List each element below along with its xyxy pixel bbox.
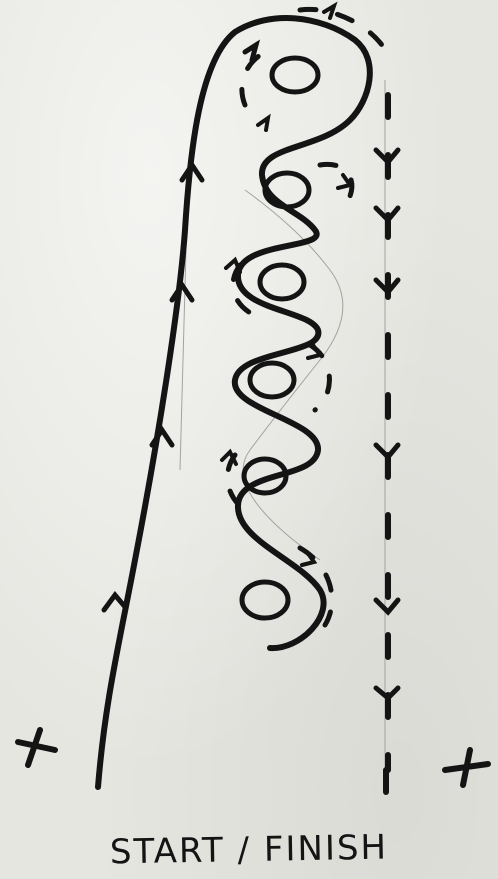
- finish-x-mark: [445, 750, 488, 785]
- start-x-mark: [18, 730, 55, 765]
- outbound-arrows: [104, 45, 256, 610]
- return-dashed-path: [386, 95, 388, 792]
- arrow-up-icon: [172, 285, 192, 300]
- outbound-solid-path: [98, 18, 370, 787]
- cone-3: [260, 265, 304, 299]
- cone-2: [265, 173, 309, 207]
- arrow-up-icon: [104, 595, 126, 610]
- cone-6: [242, 582, 288, 618]
- cone-1: [272, 58, 318, 92]
- cone-4: [250, 363, 294, 397]
- arrow-down-icon: [376, 445, 398, 457]
- arrow-down-icon: [376, 600, 398, 612]
